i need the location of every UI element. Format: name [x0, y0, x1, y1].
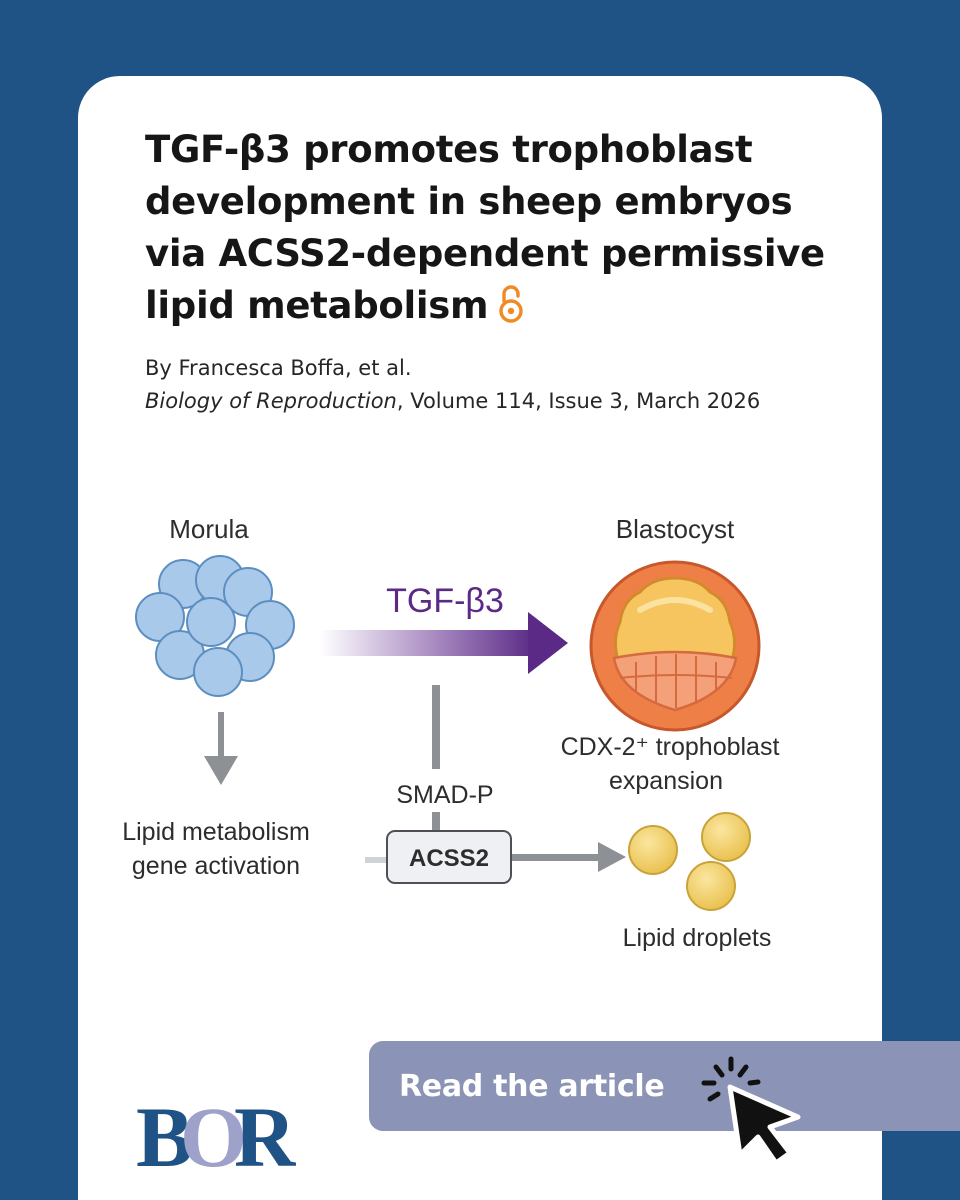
svg-text:B: B: [136, 1090, 191, 1170]
read-article-button[interactable]: Read the article: [369, 1041, 960, 1131]
blastocyst-icon: [589, 560, 761, 732]
bor-logo: B O R: [136, 1090, 296, 1170]
blastocyst-label: Blastocyst: [616, 514, 735, 544]
tgf-arrow-icon: [320, 612, 568, 674]
smad-connector-lower: [432, 812, 440, 830]
graphical-abstract: Morula Lipid metabolism gene activation …: [122, 514, 780, 952]
acss2-label: ACSS2: [409, 845, 489, 872]
journal-name: Biology of Reproduction: [145, 389, 397, 413]
citation: Biology of Reproduction, Volume 114, Iss…: [145, 385, 845, 418]
smad-connector: [432, 685, 440, 769]
lipid-gene-label-1: Lipid metabolism: [122, 818, 310, 846]
lipid-gene-label-2: gene activation: [132, 852, 300, 880]
open-lock-icon: [498, 284, 524, 338]
cdx-label-2: expansion: [609, 767, 723, 795]
acss2-box: [386, 830, 512, 884]
cursor-click-icon: [701, 1056, 801, 1166]
citation-details: , Volume 114, Issue 3, March 2026: [396, 389, 761, 413]
right-arrow-icon: [512, 842, 626, 872]
authors: By Francesca Boffa, et al.: [145, 356, 412, 380]
down-arrow-icon: [204, 712, 238, 785]
read-article-label: Read the article: [399, 1068, 665, 1104]
svg-text:R: R: [234, 1090, 296, 1170]
smad-label: SMAD-P: [396, 781, 493, 809]
article-byline: By Francesca Boffa, et al. Biology of Re…: [145, 352, 845, 418]
svg-text:O: O: [180, 1090, 247, 1170]
lipid-droplets-icon: [628, 812, 751, 911]
droplets-label: Lipid droplets: [623, 924, 772, 952]
article-title-text[interactable]: TGF-β3 promotes trophoblast development …: [145, 128, 825, 327]
acss2-input-line: [365, 857, 390, 863]
morula-label: Morula: [169, 514, 249, 544]
cdx-label-1: CDX-2⁺ trophoblast: [561, 733, 780, 761]
morula-icon: [135, 555, 295, 697]
article-title[interactable]: TGF-β3 promotes trophoblast development …: [145, 124, 845, 338]
tgf-label: TGF-β3: [386, 582, 504, 620]
